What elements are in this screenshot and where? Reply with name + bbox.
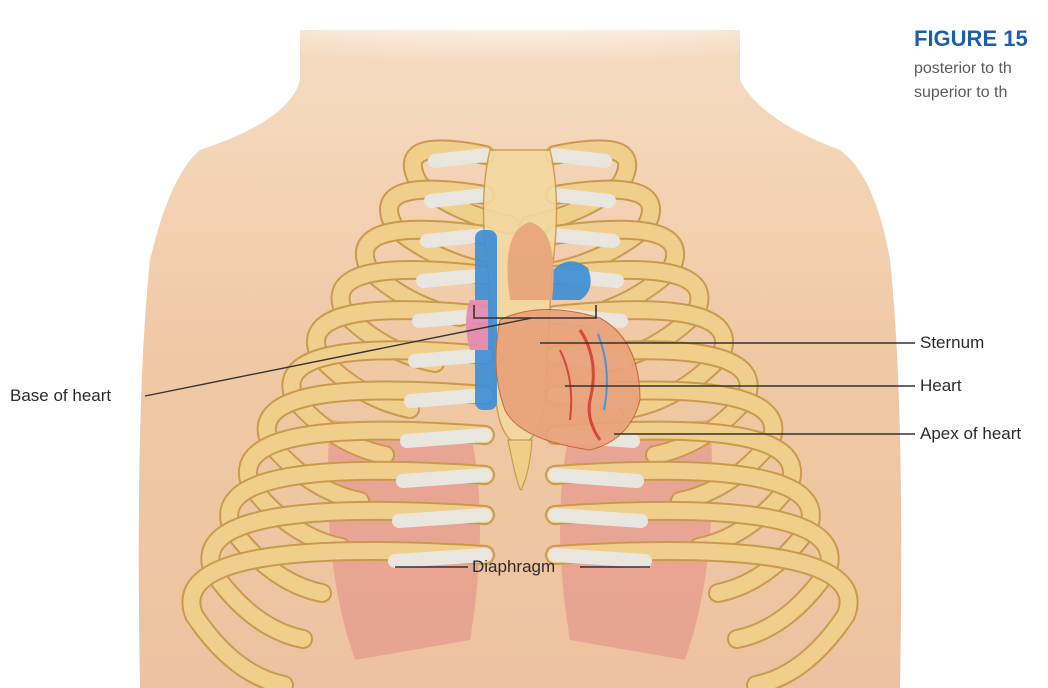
left-atrium [466,300,488,350]
label-base-of-heart: Base of heart [10,386,111,406]
costal-cartilage-right-1 [555,155,605,161]
figure-caption-title: FIGURE 15 [914,26,1048,52]
costal-cartilage-right-10 [555,515,641,521]
neck-fade [280,0,760,70]
figure-caption-line-1: posterior to th [914,60,1048,78]
label-apex-of-heart: Apex of heart [920,424,1021,444]
costal-cartilage-right-9 [555,475,637,481]
label-heart: Heart [920,376,962,396]
costal-cartilage-right-3 [555,235,613,241]
costal-cartilage-left-10 [399,515,485,521]
costal-cartilage-left-8 [407,435,485,441]
label-sternum: Sternum [920,333,984,353]
costal-cartilage-right-2 [555,195,609,201]
costal-cartilage-left-2 [431,195,485,201]
costal-cartilage-right-11 [555,555,645,561]
costal-cartilage-left-9 [403,475,485,481]
costal-cartilage-left-7 [411,395,485,401]
figure-caption-line-2: superior to th [914,84,1048,102]
right-lung [560,420,712,660]
left-lung [328,420,480,660]
label-diaphragm: Diaphragm [472,557,555,577]
costal-cartilage-left-1 [435,155,485,161]
costal-cartilage-left-6 [415,355,485,361]
